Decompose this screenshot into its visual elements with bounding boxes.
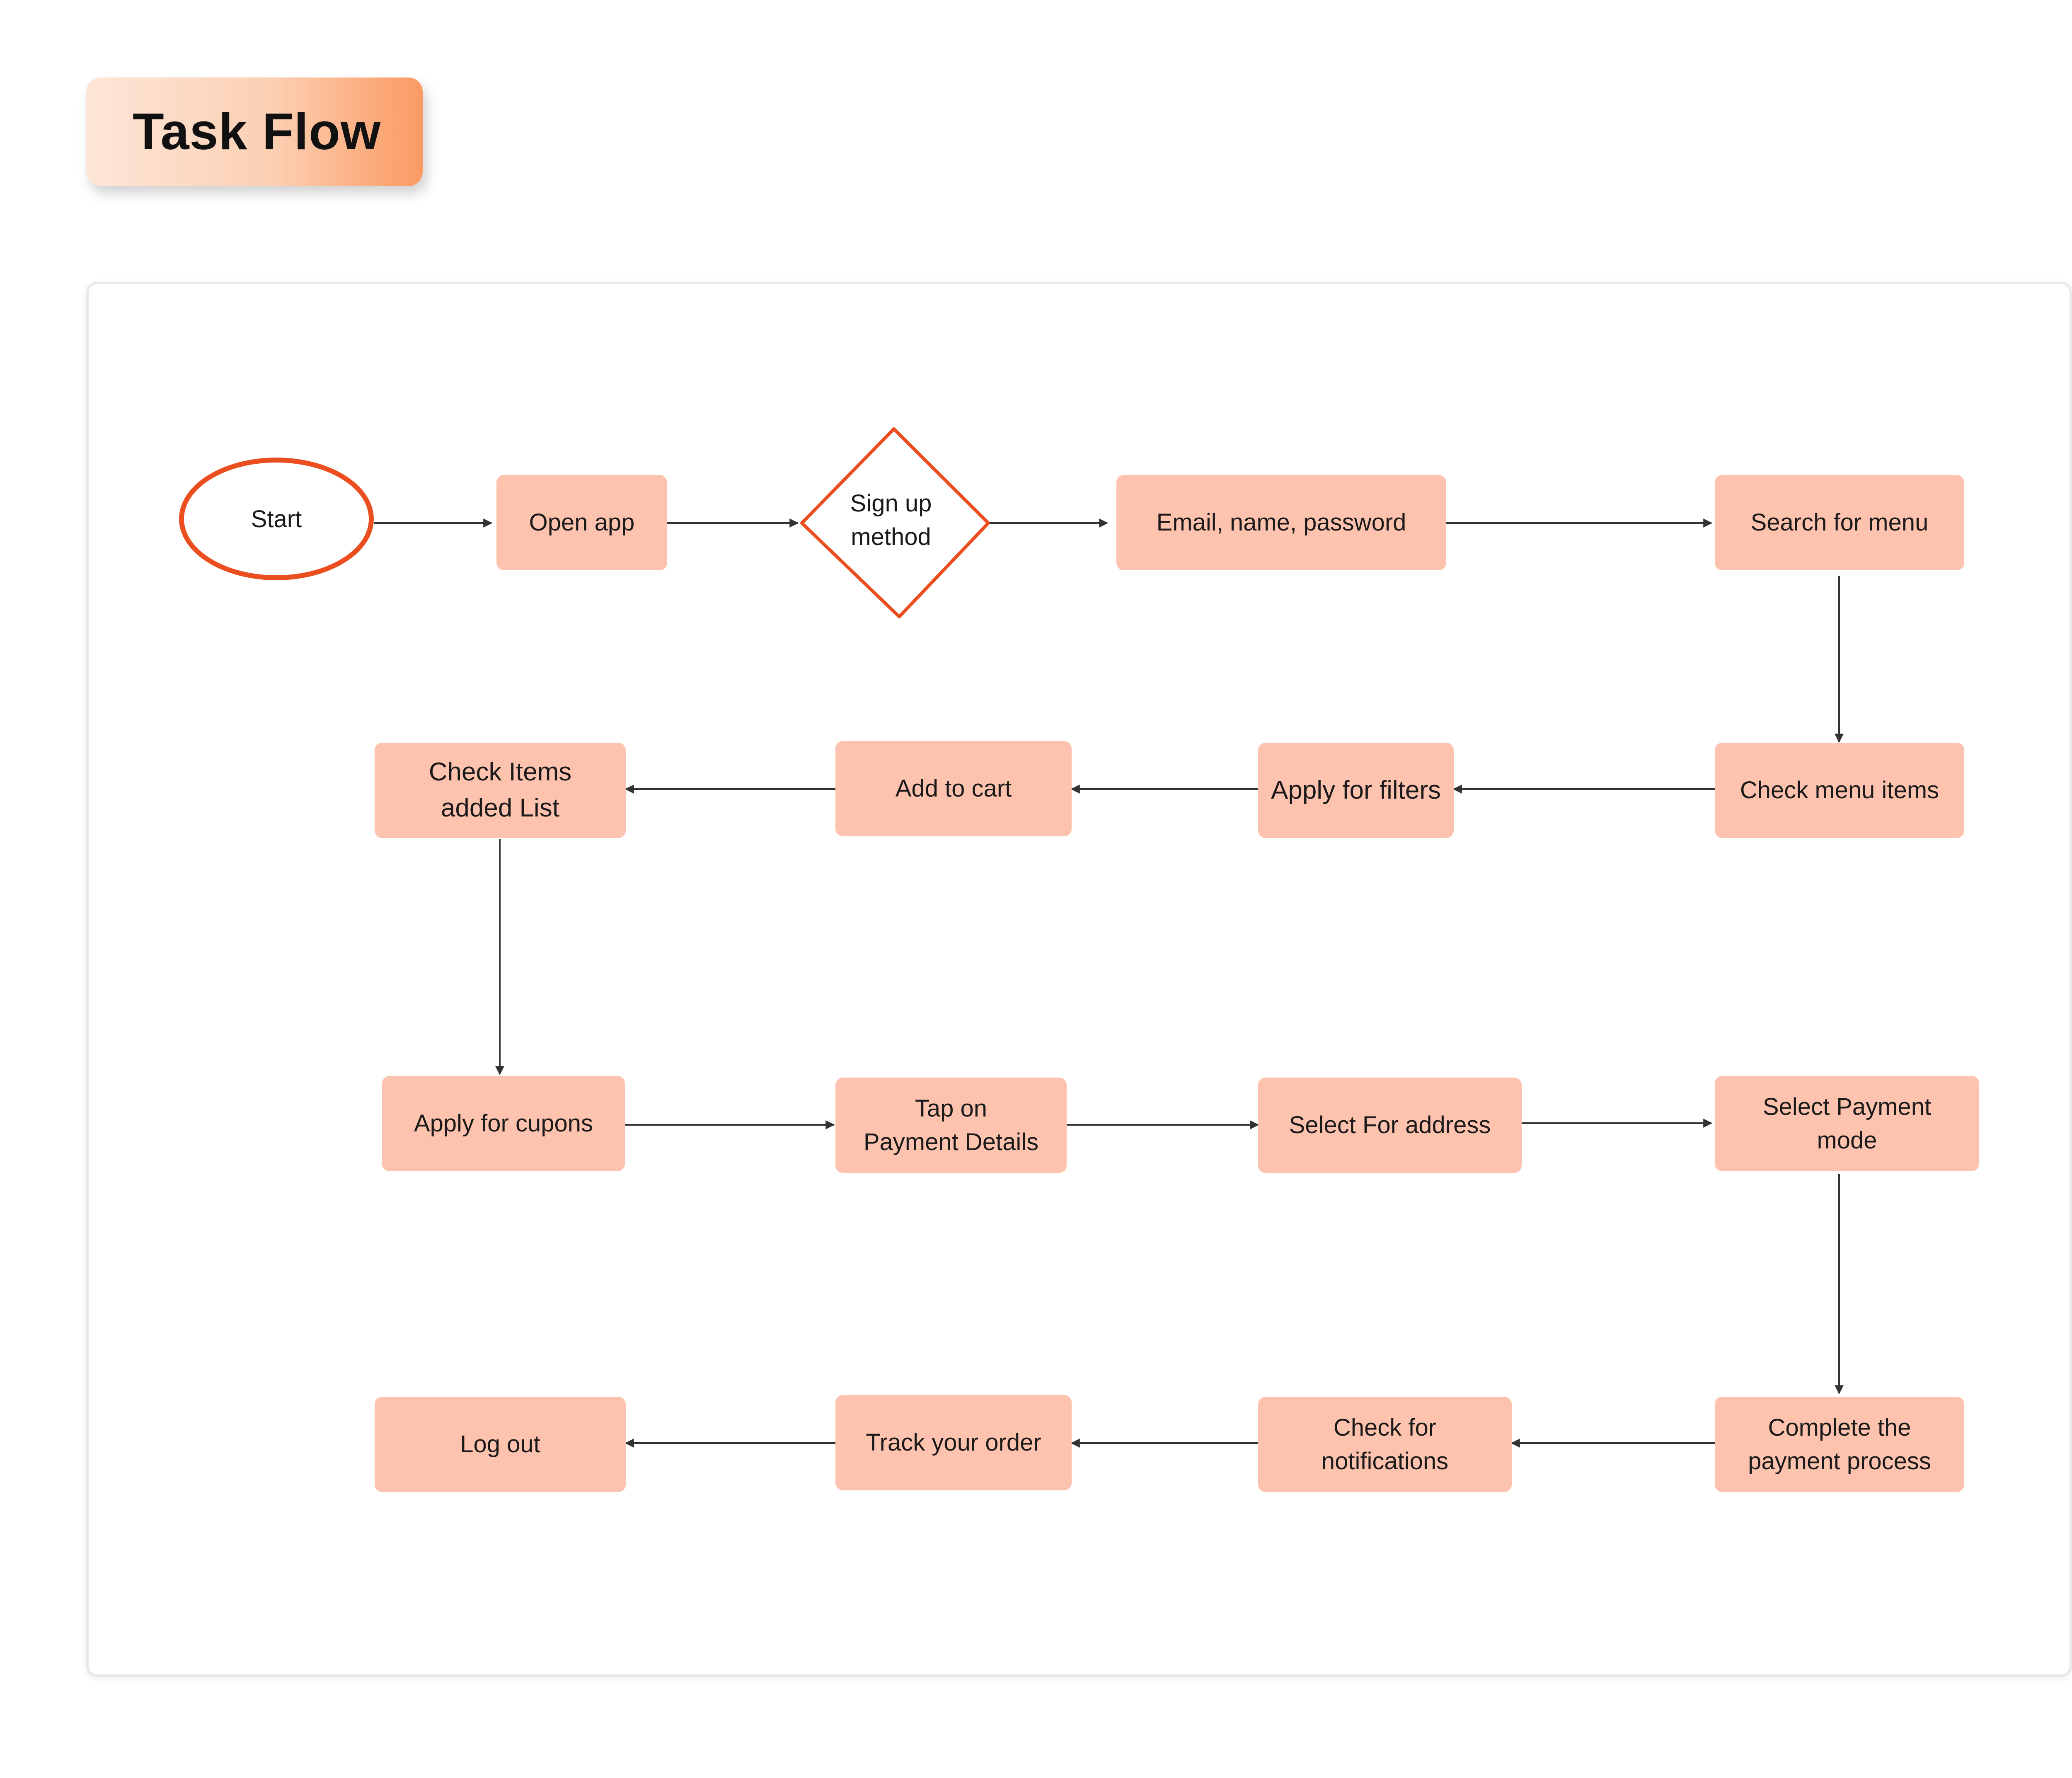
check-menu-items-node: Check menu items — [1715, 743, 1964, 838]
page-title: Task Flow — [133, 103, 381, 160]
add-to-cart-node: Add to cart — [835, 741, 1072, 836]
complete-payment-process-node: Complete the payment process — [1715, 1397, 1964, 1492]
decision-diamond — [800, 427, 990, 618]
check-for-notifications-node: Check for notifications — [1258, 1397, 1512, 1492]
search-for-menu-node: Search for menu — [1715, 475, 1964, 570]
check-items-added-list-node: Check Items added List — [375, 743, 626, 838]
apply-for-cupons-node: Apply for cupons — [382, 1076, 625, 1171]
apply-for-filters-node: Apply for filters — [1258, 743, 1454, 838]
select-for-address-node: Select For address — [1258, 1078, 1522, 1173]
sign-up-method-label: Sign up method — [850, 489, 932, 550]
tap-on-payment-details-node: Tap on Payment Details — [835, 1078, 1067, 1173]
start-node: Start — [179, 458, 374, 580]
select-payment-mode-node: Select Payment mode — [1715, 1076, 1979, 1171]
track-your-order-node: Track your order — [835, 1395, 1072, 1490]
log-out-node: Log out — [375, 1397, 626, 1492]
title-badge: Task Flow — [86, 78, 423, 186]
open-app-node: Open app — [496, 475, 667, 570]
email-name-password-node: Email, name, password — [1116, 475, 1446, 570]
